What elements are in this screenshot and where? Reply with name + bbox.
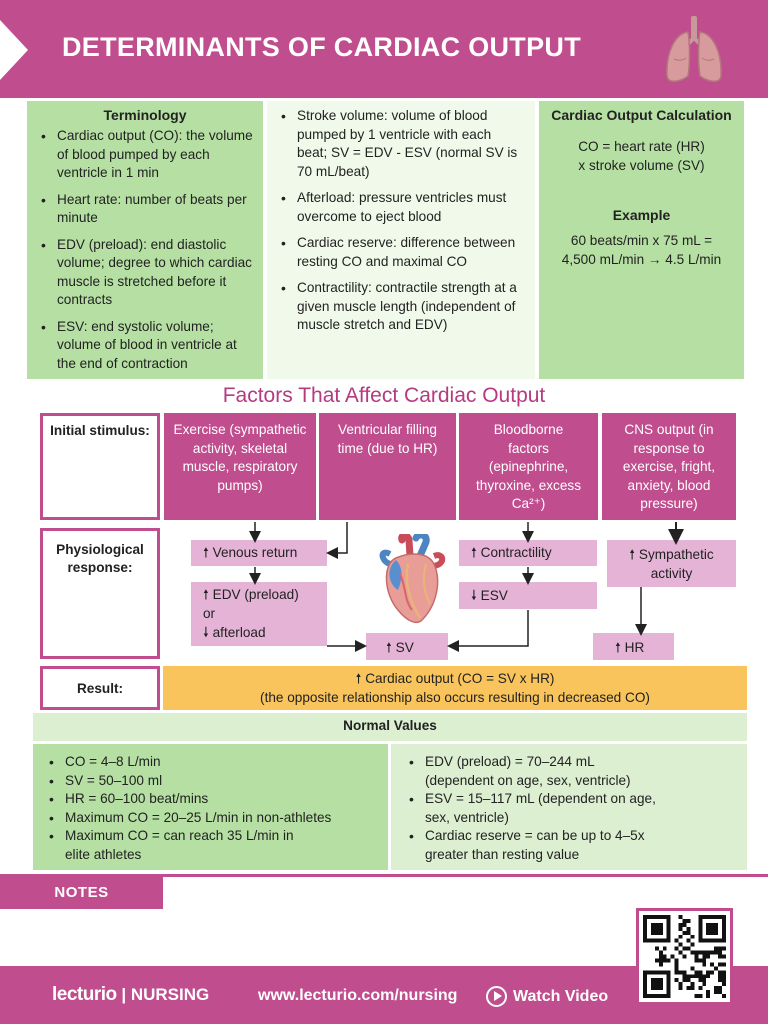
list-item: Cardiac reserve = can be up to 4–5x grea… (405, 827, 737, 864)
normal-values-right: EDV (preload) = 70–244 mL (dependent on … (391, 744, 747, 870)
response-esv: 🠗 ESV (459, 582, 597, 609)
response-label: afterload (212, 625, 266, 640)
up-arrow-icon: 🠕 (629, 547, 636, 562)
normal-values-left: CO = 4–8 L/min SV = 50–100 ml HR = 60–10… (33, 744, 388, 870)
factors-title: Factors That Affect Cardiac Output (222, 384, 546, 407)
stimulus-filling-time: Ventricular filling time (due to HR) (319, 413, 456, 520)
response-label: Sympathetic activity (638, 547, 714, 581)
example-line: 4,500 mL/min → 4.5 L/min (561, 252, 722, 267)
heart-icon (379, 534, 446, 624)
down-arrow-icon: 🠗 (203, 625, 209, 640)
list-item: ESV: end systolic volume; volume of bloo… (37, 318, 253, 374)
response-edv: 🠕 EDV (preload) or 🠗 afterload (191, 582, 327, 646)
up-arrow-icon: 🠕 (203, 545, 209, 560)
brand-logo: lecturio (52, 984, 117, 1005)
response-contractility: 🠕 Contractility (459, 540, 597, 566)
list-item: Stroke volume: volume of blood pumped by… (277, 107, 523, 181)
example-line: 60 beats/min x 75 mL = (570, 233, 713, 248)
response-sv: 🠕 SV (366, 633, 448, 660)
formula-line: CO = heart rate (HR) (578, 139, 705, 154)
list-item: ESV = 15–117 mL (dependent on age, sex, … (405, 790, 737, 827)
up-arrow-icon: 🠕 (471, 545, 477, 560)
list-item: Heart rate: number of beats per minute (37, 191, 253, 228)
page-header: DETERMINANTS OF CARDIAC OUTPUT (0, 0, 768, 98)
terminology-list-2: Stroke volume: volume of blood pumped by… (277, 107, 523, 335)
response-label: EDV (preload) (212, 587, 299, 602)
list-item: Maximum CO = can reach 35 L/min in elite… (45, 827, 378, 864)
normal-values-list: EDV (preload) = 70–244 mL (dependent on … (405, 753, 737, 864)
list-item: HR = 60–100 beat/mins (45, 790, 378, 809)
list-item: SV = 50–100 ml (45, 772, 378, 791)
response-label: Contractility (480, 545, 552, 560)
watch-video-button[interactable]: Watch Video (486, 986, 608, 1007)
list-item: Cardiac reserve: difference between rest… (277, 234, 523, 271)
list-item: Contractility: contractile strength at a… (277, 279, 523, 335)
formula-line: x stroke volume (SV) (578, 158, 705, 173)
notes-divider (0, 874, 768, 877)
response-hr: 🠕 HR (593, 633, 674, 660)
list-item: EDV (preload) = 70–244 mL (dependent on … (405, 753, 737, 790)
header-chevron (0, 20, 28, 80)
response-venous-return: 🠕 Venous return (191, 540, 327, 566)
terminology-list: Cardiac output (CO): the volume of blood… (37, 127, 253, 373)
calculation-example: 60 beats/min x 75 mL = 4,500 mL/min → 4.… (543, 231, 740, 269)
response-label: or (203, 606, 216, 621)
notes-label: NOTES (0, 877, 163, 909)
qr-code[interactable] (636, 908, 733, 1005)
up-arrow-icon: 🠕 (355, 671, 362, 686)
up-arrow-icon: 🠕 (386, 640, 392, 655)
list-item: CO = 4–8 L/min (45, 753, 378, 772)
response-label: Venous return (212, 545, 298, 560)
page-title: DETERMINANTS OF CARDIAC OUTPUT (62, 32, 581, 62)
result-text: (the opposite relationship also occurs r… (260, 690, 650, 705)
response-label: ESV (480, 588, 508, 603)
qr-code-pattern (643, 915, 726, 998)
response-label: SV (395, 640, 414, 655)
response-sympathetic: 🠕 Sympathetic activity (607, 540, 736, 587)
calculation-box: Cardiac Output Calculation CO = heart ra… (539, 101, 744, 379)
up-arrow-icon: 🠕 (203, 587, 209, 602)
up-arrow-icon: 🠕 (615, 640, 621, 655)
result-bar: 🠕 Cardiac output (CO = SV x HR) (the opp… (163, 666, 747, 710)
terminology-box: Terminology Cardiac output (CO): the vol… (27, 101, 263, 379)
stimulus-bloodborne: Bloodborne factors (epinephrine, thyroxi… (459, 413, 598, 520)
response-label: HR (624, 640, 645, 655)
brand: lecturio | NURSING (52, 984, 209, 1006)
terminology-title: Terminology (103, 107, 187, 123)
stimulus-cns: CNS output (in response to exercise, fri… (602, 413, 736, 520)
result-text: Cardiac output (CO = SV x HR) (365, 671, 555, 686)
normal-values-list: CO = 4–8 L/min SV = 50–100 ml HR = 60–10… (45, 753, 378, 864)
play-icon (486, 986, 507, 1007)
terminology-box-2: Stroke volume: volume of blood pumped by… (267, 101, 535, 379)
normal-values-title: Normal Values (33, 713, 747, 741)
list-item: EDV (preload): end diastolic volume; deg… (37, 236, 253, 310)
list-item: Afterload: pressure ventricles must over… (277, 189, 523, 226)
list-item: Maximum CO = 20–25 L/min in non-athletes (45, 809, 378, 828)
watch-video-label: Watch Video (513, 987, 609, 1005)
row-label-result: Result: (40, 666, 160, 710)
website-link[interactable]: www.lecturio.com/nursing (258, 987, 458, 1004)
stimulus-exercise: Exercise (sympathetic activity, skeletal… (164, 413, 316, 520)
row-label-response: Physiological response: (40, 528, 160, 659)
example-title: Example (612, 207, 671, 223)
lungs-icon (666, 16, 722, 82)
calculation-title: Cardiac Output Calculation (551, 107, 732, 123)
brand-suffix: | NURSING (121, 985, 210, 1004)
calculation-formula: CO = heart rate (HR) x stroke volume (SV… (543, 137, 740, 175)
list-item: Cardiac output (CO): the volume of blood… (37, 127, 253, 183)
down-arrow-icon: 🠗 (471, 588, 477, 603)
row-label-stimulus: Initial stimulus: (40, 413, 160, 520)
